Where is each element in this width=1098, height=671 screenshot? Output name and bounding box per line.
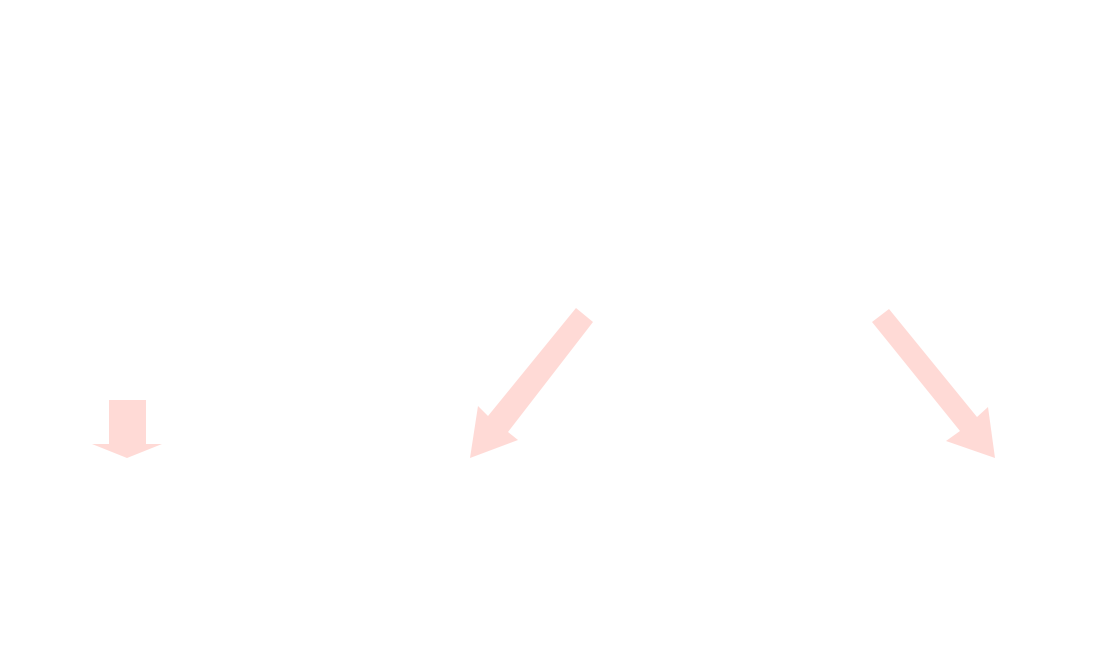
arrow-down-icon [92, 400, 162, 458]
arrow-down-left-icon [470, 308, 593, 458]
arrow-down-right-shape [872, 309, 995, 458]
arrow-down-right-icon [872, 309, 995, 458]
arrow-down-shape [92, 400, 162, 458]
arrow-down-left-shape [470, 308, 593, 458]
